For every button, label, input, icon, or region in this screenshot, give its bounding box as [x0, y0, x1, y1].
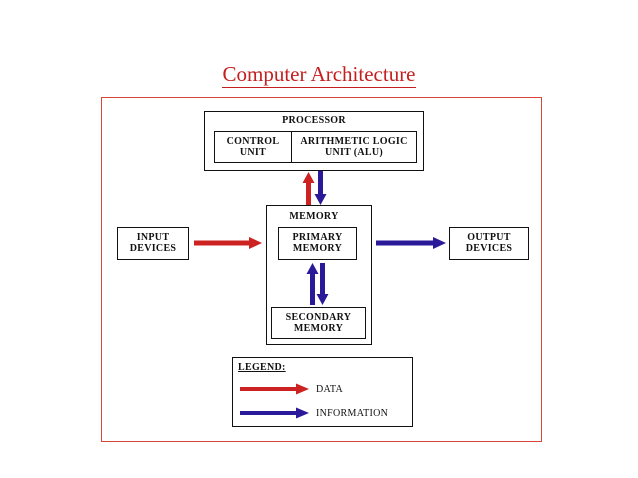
arrow-memory-to-processor	[302, 172, 315, 205]
legend-box	[232, 357, 413, 427]
output-devices-label: OUTPUT DEVICES	[465, 232, 513, 254]
arrow-primary-to-secondary	[316, 263, 329, 305]
secondary-memory-box	[271, 307, 366, 339]
input-devices-box	[117, 227, 189, 260]
processor-label: PROCESSOR	[282, 115, 346, 126]
legend-data-label: DATA	[316, 384, 344, 395]
arrow-processor-to-memory	[314, 171, 327, 205]
arrow-input-to-memory	[194, 237, 262, 249]
diagram-title: Computer Architecture	[0, 62, 638, 88]
diagram-frame	[101, 97, 542, 442]
legend-title-text: LEGEND:	[238, 362, 286, 373]
arrow-secondary-to-primary	[306, 263, 319, 305]
control-unit-label: CONTROL UNIT	[226, 136, 280, 158]
control-unit-divider	[291, 131, 292, 163]
input-devices-label: INPUT DEVICES	[129, 232, 177, 254]
memory-label: MEMORY	[289, 211, 339, 222]
legend-data-arrow	[240, 383, 309, 395]
alu-label: ARITHMETIC LOGIC UNIT (ALU)	[300, 136, 408, 158]
diagram-title-text: Computer Architecture	[222, 62, 416, 88]
legend-information-arrow	[240, 407, 309, 419]
legend-title: LEGEND:	[238, 362, 286, 373]
primary-memory-box	[278, 227, 357, 260]
output-devices-box	[449, 227, 529, 260]
arrow-memory-to-output	[376, 237, 446, 249]
legend-information-label: INFORMATION	[316, 408, 389, 419]
primary-memory-label: PRIMARY MEMORY	[292, 232, 343, 254]
processor-inner-box	[214, 131, 417, 163]
secondary-memory-label: SECONDARY MEMORY	[285, 312, 352, 334]
